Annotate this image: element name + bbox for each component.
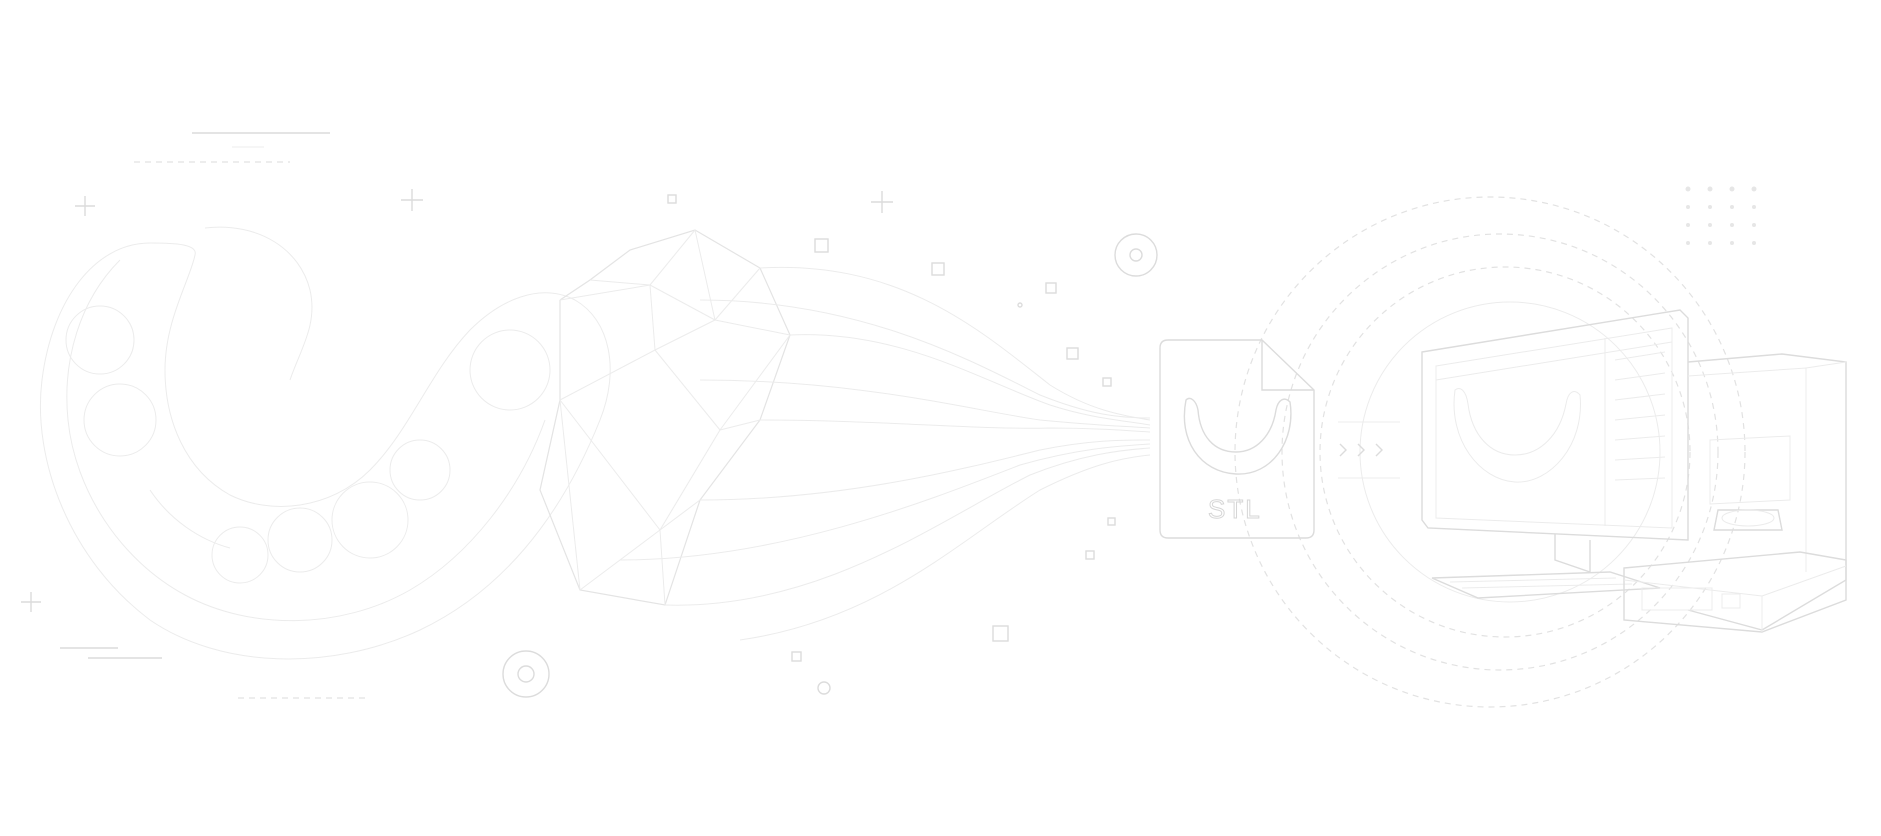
dental-arch-scan-icon bbox=[39, 226, 611, 660]
3d-printer-icon bbox=[1623, 353, 1847, 633]
transfer-arrows bbox=[1338, 421, 1400, 479]
dot-grid bbox=[1685, 186, 1757, 245]
data-flow-lines bbox=[619, 266, 1151, 641]
decor-squares bbox=[667, 194, 1116, 695]
mesh-network-icon bbox=[539, 229, 791, 606]
concentric-rings bbox=[1234, 196, 1746, 708]
computer-monitor-icon bbox=[1421, 309, 1689, 599]
decor-lines-bottom-left bbox=[60, 647, 370, 699]
decor-lines-top-left bbox=[134, 132, 330, 163]
stl-file-icon: STL bbox=[1159, 339, 1315, 539]
stl-file-label: STL bbox=[1208, 494, 1262, 524]
sparkle-icon bbox=[21, 189, 893, 612]
target-circle-icon bbox=[502, 233, 1158, 698]
